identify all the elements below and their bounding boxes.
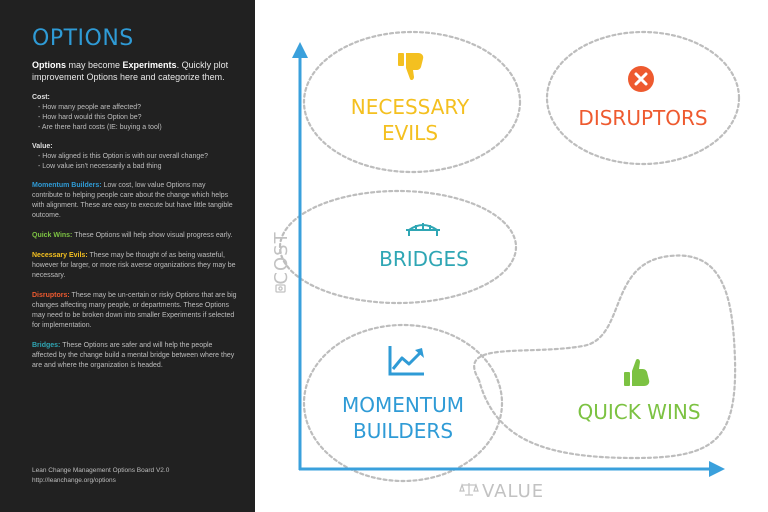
- cost-bullet: Are there hard costs (IE: buying a tool): [32, 123, 237, 133]
- zone-bridges-outline[interactable]: [278, 189, 518, 305]
- zone-quick-wins-outline[interactable]: [473, 254, 737, 460]
- category-desc-bridges: Bridges: These Options are safer and wil…: [32, 341, 237, 371]
- category-label: Bridges:: [32, 342, 61, 349]
- category-label: Disruptors:: [32, 292, 70, 299]
- footer-url[interactable]: http://leanchange.org/options: [32, 477, 116, 484]
- side-panel: OPTIONS Options may become Experiments. …: [0, 0, 255, 512]
- category-text: These Options are safer and will help th…: [32, 342, 235, 369]
- value-bullet: How aligned is this Option is with our o…: [32, 152, 237, 162]
- category-text: These may be un-certain or risky Options…: [32, 292, 237, 329]
- panel-title: OPTIONS: [32, 26, 134, 51]
- value-section-title: Value:: [32, 143, 53, 150]
- category-label: Quick Wins:: [32, 232, 73, 239]
- thumbs-down-icon: [398, 53, 424, 81]
- bridge-icon: [406, 223, 440, 236]
- category-text: These may be thought of as being wastefu…: [32, 252, 236, 279]
- options-board: COST VALUE NECESSARY EVILS DISRUPTORS BR…: [271, 30, 741, 502]
- momentum-builders-label-line2: BUILDERS: [353, 419, 453, 443]
- disruptors-label: DISRUPTORS: [578, 106, 707, 130]
- category-desc-necessary-evils: Necessary Evils: These may be thought of…: [32, 251, 237, 281]
- intro-text-2: . Quickly plot improvement Options here …: [32, 60, 229, 82]
- axes: [292, 42, 725, 477]
- category-desc-momentum: Momentum Builders: Low cost, low value O…: [32, 181, 237, 221]
- x-axis-label: VALUE: [482, 481, 544, 502]
- scale-icon: [459, 483, 479, 496]
- zone-necessary-evils-outline[interactable]: [302, 30, 522, 174]
- coin-icon: [275, 284, 286, 293]
- thumbs-up-icon: [624, 358, 650, 386]
- necessary-evils-label-line2: EVILS: [382, 121, 438, 145]
- category-text: Low cost, low value Options may contribu…: [32, 182, 233, 219]
- intro-text-1: may become: [66, 60, 123, 70]
- footer: Lean Change Management Options Board V2.…: [32, 466, 169, 486]
- value-bullets: How aligned is this Option is with our o…: [32, 152, 237, 172]
- y-axis-label: COST: [271, 231, 292, 284]
- cost-bullet: How many people are affected?: [32, 103, 237, 113]
- quick-wins-label: QUICK WINS: [577, 400, 700, 424]
- y-axis-arrow: [292, 42, 308, 58]
- category-text: These Options will help show visual prog…: [72, 232, 233, 239]
- necessary-evils-label-line1: NECESSARY: [351, 95, 470, 119]
- momentum-builders-label-line1: MOMENTUM: [342, 393, 464, 417]
- trending-up-icon: [388, 346, 424, 376]
- category-label: Necessary Evils:: [32, 252, 88, 259]
- intro-text: Options may become Experiments. Quickly …: [32, 59, 237, 83]
- category-desc-quick-wins: Quick Wins: These Options will help show…: [32, 231, 237, 241]
- zone-momentum-builders-outline[interactable]: [302, 323, 504, 483]
- x-axis-arrow: [709, 461, 725, 477]
- intro-bold-options: Options: [32, 60, 66, 70]
- cost-bullet: How hard would this Option be?: [32, 113, 237, 123]
- category-label: Momentum Builders:: [32, 182, 102, 189]
- cost-section-title: Cost:: [32, 94, 50, 101]
- cost-bullets: How many people are affected? How hard w…: [32, 103, 237, 133]
- value-bullet: Low value isn't necessarily a bad thing: [32, 162, 237, 172]
- intro-bold-experiments: Experiments: [122, 60, 177, 70]
- bridges-label: BRIDGES: [379, 247, 469, 271]
- footer-title: Lean Change Management Options Board V2.…: [32, 467, 170, 474]
- category-desc-disruptors: Disruptors: These may be un-certain or r…: [32, 291, 237, 331]
- zone-disruptors-outline[interactable]: [545, 30, 741, 166]
- y-axis-label-group: COST: [271, 231, 292, 284]
- x-circle-icon: [628, 66, 654, 92]
